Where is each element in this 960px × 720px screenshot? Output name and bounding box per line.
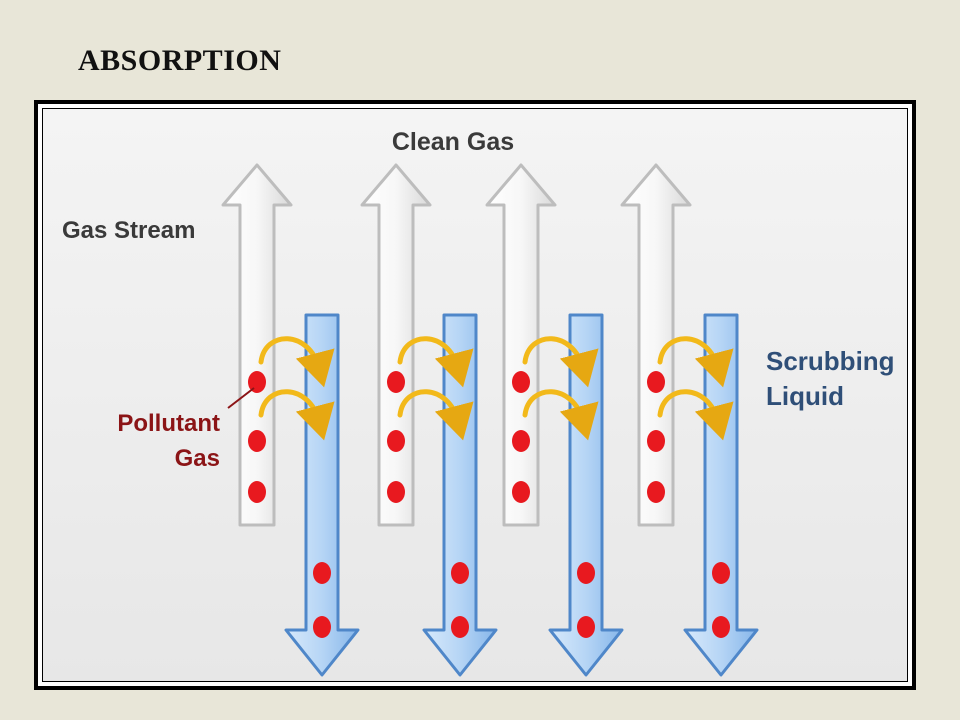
transfer-arrow [258, 389, 335, 441]
pollutant-dot [647, 430, 665, 452]
absorbed-pollutant-dot [313, 616, 331, 638]
scrubbing-liquid-label-line1: Scrubbing [766, 346, 895, 376]
transfer-arrow [397, 336, 474, 388]
absorbed-pollutant-dot [712, 616, 730, 638]
transfer-arrow [657, 336, 734, 388]
pollutant-gas-label-line2: Gas [175, 445, 220, 472]
scrubbing-liquid-arrow [683, 313, 759, 677]
absorbed-pollutant-dot [451, 616, 469, 638]
transfer-arrow [397, 389, 474, 441]
gas-stream-arrow [360, 163, 432, 527]
pollutant-leader-line [227, 387, 255, 409]
gas-stream-label: Gas Stream [62, 217, 195, 244]
pollutant-dot [387, 481, 405, 503]
transfer-arrow [522, 389, 599, 441]
pollutant-dot [647, 371, 665, 393]
absorbed-pollutant-dot [577, 562, 595, 584]
pollutant-dot [248, 481, 266, 503]
absorbed-pollutant-dot [451, 562, 469, 584]
pollutant-dot [387, 371, 405, 393]
pollutant-gas-label-line1: Pollutant [117, 410, 220, 437]
scrubbing-liquid-arrow [548, 313, 624, 677]
transfer-arrow [657, 389, 734, 441]
pollutant-dot [512, 481, 530, 503]
pollutant-dot [512, 371, 530, 393]
pollutant-dot [248, 371, 266, 393]
transfer-arrow [522, 336, 599, 388]
slide-title: ABSORPTION [78, 44, 282, 77]
clean-gas-label: Clean Gas [392, 128, 514, 156]
gas-stream-arrow [221, 163, 293, 527]
pollutant-dot [647, 481, 665, 503]
transfer-arrow [258, 336, 335, 388]
gas-stream-arrow [485, 163, 557, 527]
pollutant-dot [512, 430, 530, 452]
scrubbing-liquid-arrow [422, 313, 498, 677]
gas-stream-arrow [620, 163, 692, 527]
scrubbing-liquid-label-line2: Liquid [766, 381, 844, 411]
pollutant-dot [387, 430, 405, 452]
absorbed-pollutant-dot [577, 616, 595, 638]
scrubbing-liquid-arrow [284, 313, 360, 677]
absorbed-pollutant-dot [313, 562, 331, 584]
absorbed-pollutant-dot [712, 562, 730, 584]
pollutant-dot [248, 430, 266, 452]
